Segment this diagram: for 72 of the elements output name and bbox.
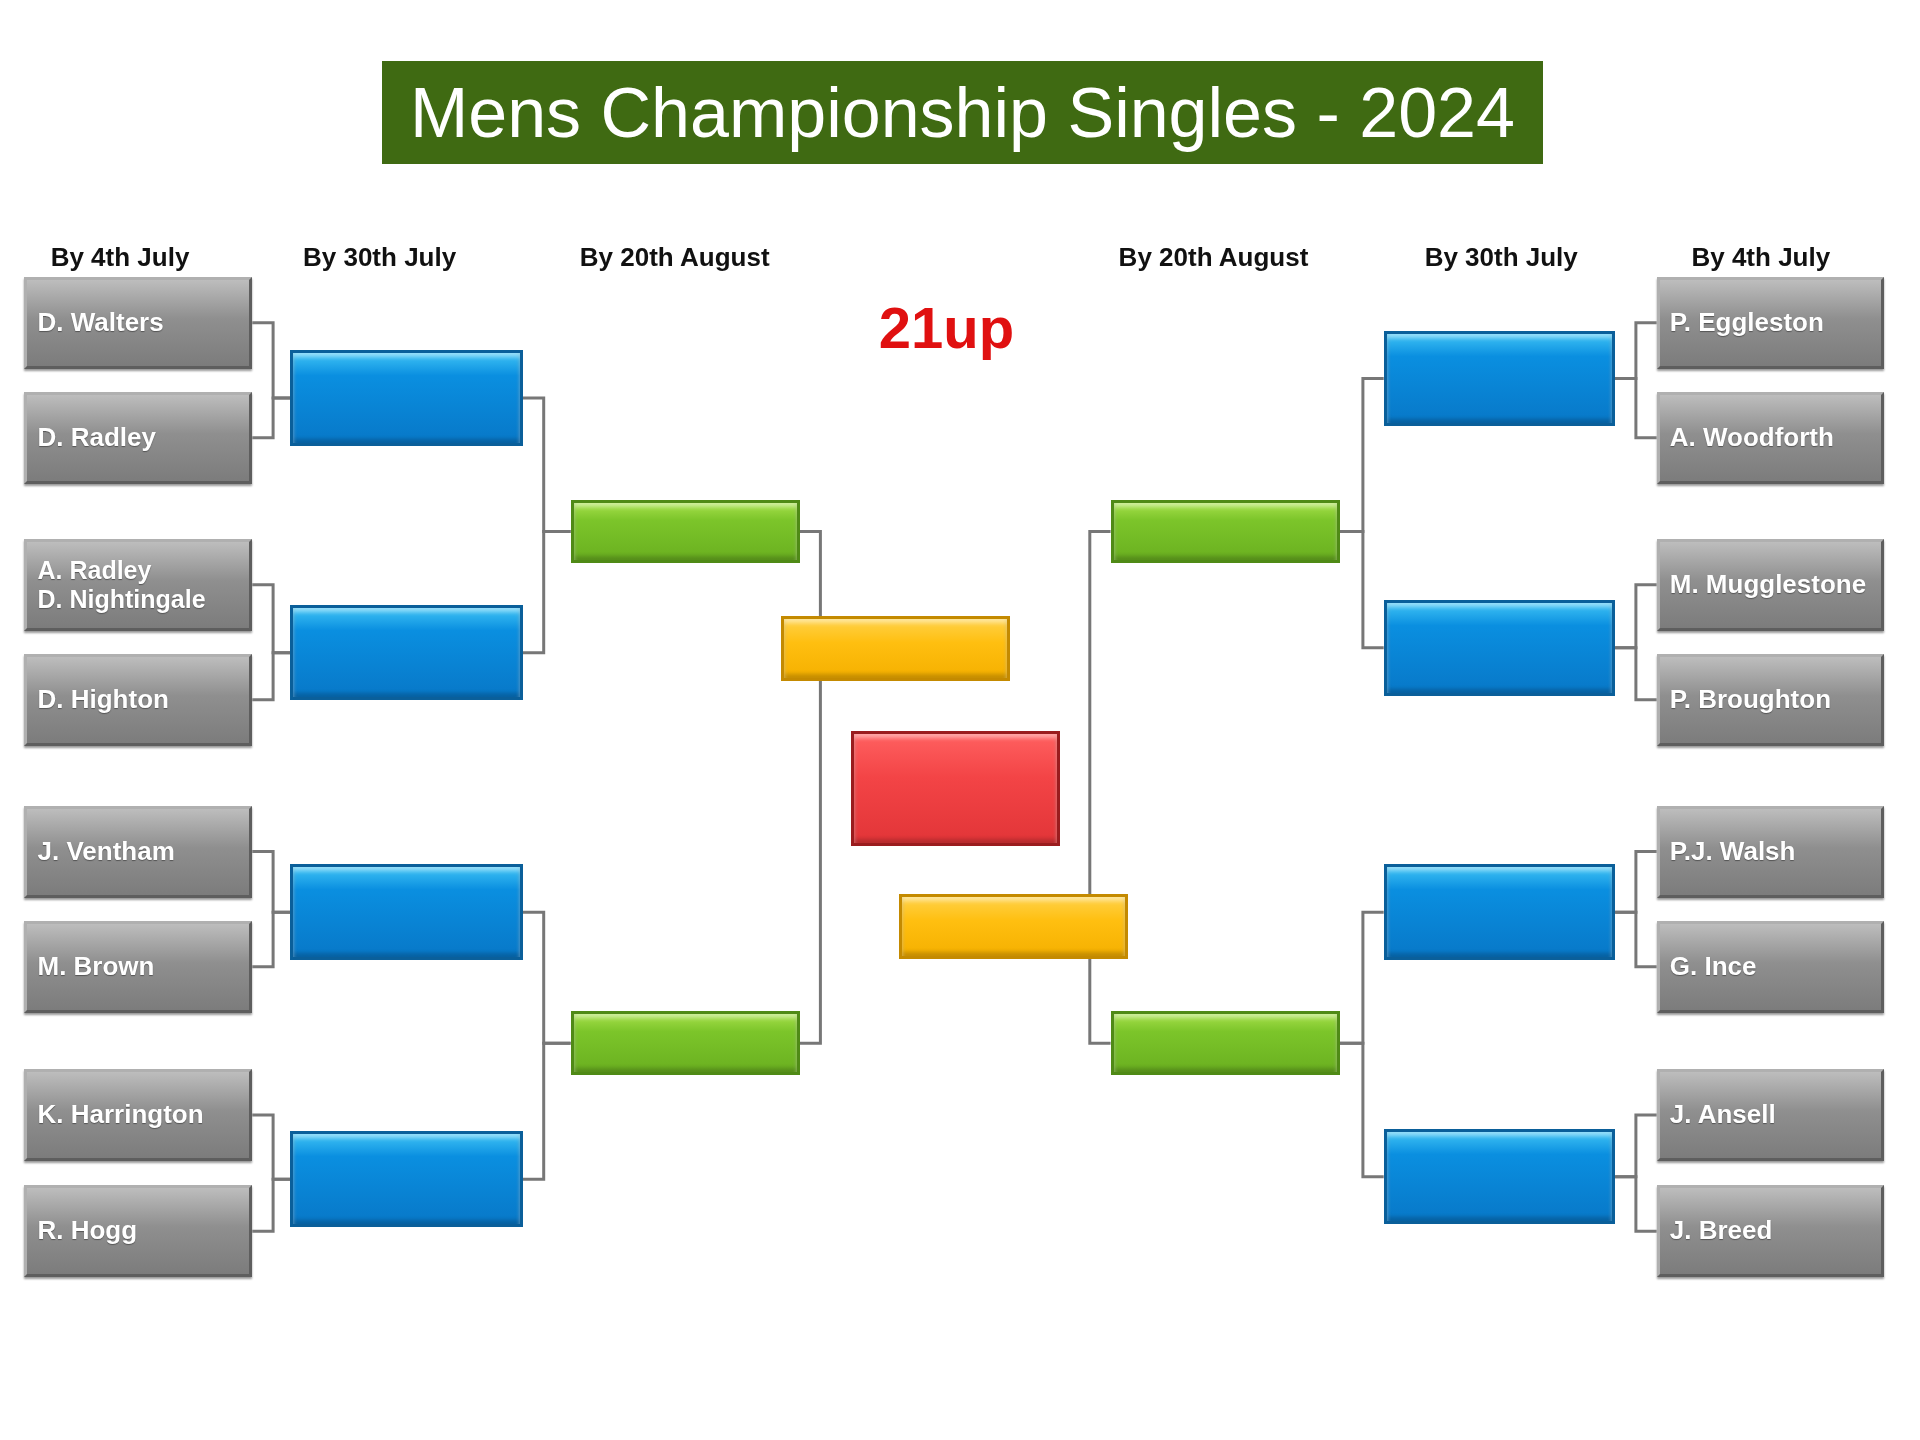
- round-result-box: [1110, 1011, 1340, 1076]
- bracket-line: [522, 529, 571, 655]
- player-name-box: [24, 391, 253, 484]
- player-name: G. Ince: [1669, 951, 1758, 982]
- player-name-box: [24, 653, 253, 746]
- round-result-box: [290, 350, 523, 446]
- player-name: A. Radley: [37, 555, 153, 585]
- bracket-line: [252, 1177, 291, 1233]
- player-name: R. Hogg: [37, 1216, 139, 1247]
- round-result-box: [290, 604, 523, 701]
- final-box: [851, 731, 1061, 847]
- bracket-line: [1088, 529, 1111, 894]
- round-result-box: [290, 864, 523, 960]
- player-name-box: [1656, 538, 1885, 631]
- player-name-box: [1656, 920, 1885, 1013]
- title-banner: Mens Championship Singles - 2024: [382, 61, 1543, 165]
- bracket-line: [1339, 1041, 1384, 1179]
- semi-final-box: [898, 893, 1128, 959]
- round-result-box: [570, 1011, 800, 1076]
- bracket-line: [252, 910, 291, 969]
- bracket-line: [799, 529, 822, 616]
- round-result-box: [1110, 499, 1340, 564]
- player-name: A. Woodforth: [1669, 422, 1835, 453]
- player-name: J. Breed: [1669, 1216, 1774, 1247]
- player-name-box: [24, 276, 253, 369]
- player-name: D. Walters: [37, 307, 165, 338]
- player-name: P.J. Walsh: [1669, 836, 1797, 867]
- bracket-line: [1339, 529, 1384, 650]
- player-name: D. Highton: [37, 684, 170, 715]
- column-heading: By 20th August: [579, 242, 770, 274]
- player-name-box: [24, 805, 253, 898]
- player-name: D. Nightingale: [37, 584, 207, 614]
- player-name: M. Mugglestone: [1669, 569, 1868, 600]
- player-name: D. Radley: [37, 422, 157, 453]
- player-name-box: [24, 1185, 253, 1278]
- column-heading: By 30th July: [1424, 242, 1578, 274]
- bracket-line: [1615, 646, 1657, 702]
- round-result-box: [1383, 1128, 1616, 1225]
- player-name: J. Ansell: [1669, 1099, 1777, 1130]
- player-name-box: [1656, 653, 1885, 746]
- player-name-box: [24, 1068, 253, 1161]
- round-result-box: [1383, 864, 1616, 960]
- bracket-line: [522, 1041, 571, 1181]
- semi-final-box: [781, 615, 1011, 681]
- round-result-box: [1383, 330, 1616, 427]
- column-heading: By 30th July: [303, 242, 457, 274]
- player-name-box: [24, 538, 253, 631]
- player-name: P. Broughton: [1669, 684, 1832, 715]
- player-name-box: [1656, 391, 1885, 484]
- player-name-box: [1656, 1068, 1885, 1161]
- scoring-note: 21up: [878, 293, 1015, 361]
- bracket-line: [1088, 958, 1111, 1045]
- round-result-box: [290, 1131, 523, 1227]
- column-heading: By 4th July: [1691, 242, 1831, 274]
- player-name-box: [24, 920, 253, 1013]
- bracket-line: [252, 396, 291, 440]
- bracket-line: [1615, 376, 1657, 440]
- round-result-box: [570, 499, 800, 564]
- bracket-line: [799, 680, 822, 1045]
- player-name: P. Eggleston: [1669, 307, 1825, 338]
- player-name-box: [1656, 805, 1885, 898]
- column-heading: By 4th July: [50, 242, 190, 274]
- column-heading: By 20th August: [1118, 242, 1309, 274]
- player-name-box: [1656, 1185, 1885, 1278]
- round-result-box: [1383, 600, 1616, 696]
- player-name-box: [1656, 276, 1885, 369]
- bracket-line: [252, 651, 291, 702]
- bracket-line: [1615, 1175, 1657, 1233]
- player-name: M. Brown: [37, 951, 156, 982]
- player-name: K. Harrington: [37, 1099, 205, 1130]
- player-name: J. Ventham: [37, 836, 176, 867]
- bracket-line: [1615, 910, 1657, 969]
